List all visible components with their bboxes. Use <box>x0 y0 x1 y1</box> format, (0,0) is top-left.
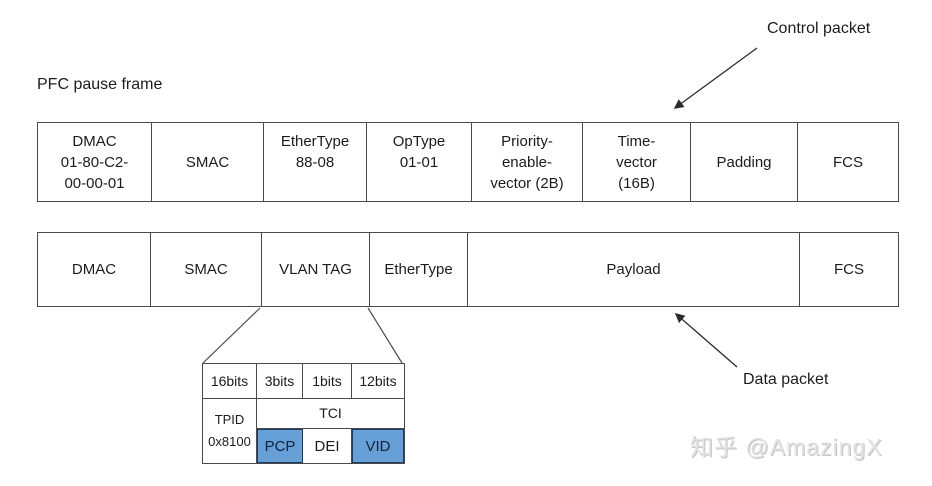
vlan-bits-16: 16bits <box>203 364 257 399</box>
pfc-field-smac: SMAC <box>151 123 263 201</box>
data-field-fcs: FCS <box>799 233 898 306</box>
data-field-vlan-tag: VLAN TAG <box>261 233 369 306</box>
pfc-field-priority-enable-vector: Priority- enable- vector (2B) <box>471 123 582 201</box>
pfc-field-padding: Padding <box>690 123 797 201</box>
vlan-tag-detail-table: 16bits 3bits 1bits 12bits TPID 0x8100 TC… <box>202 363 405 464</box>
vlan-dei-cell: DEI <box>303 429 352 463</box>
vlan-vid-cell: VID <box>352 429 404 463</box>
vlan-bits-1: 1bits <box>303 364 352 399</box>
data-packet-arrow <box>674 313 738 368</box>
vlan-tci-cell: TCI <box>257 399 404 429</box>
pfc-field-fcs: FCS <box>797 123 898 201</box>
vlan-tpid-cell: TPID 0x8100 <box>203 399 257 463</box>
vlan-bits-12: 12bits <box>352 364 404 399</box>
data-field-smac: SMAC <box>150 233 261 306</box>
data-packet-label: Data packet <box>743 371 829 388</box>
control-packet-row: DMAC 01-80-C2- 00-00-01 SMAC EtherType 8… <box>37 122 899 202</box>
pfc-field-optype: OpType 01-01 <box>366 123 471 201</box>
pfc-field-dmac: DMAC 01-80-C2- 00-00-01 <box>60 132 129 192</box>
pfc-pause-frame-label: PFC pause frame <box>37 76 163 93</box>
vlan-bits-3: 3bits <box>257 364 303 399</box>
pfc-field-time-vector: Time- vector (16B) <box>582 123 690 201</box>
control-packet-label: Control packet <box>767 20 871 37</box>
vlan-zoom-line-right <box>367 307 403 364</box>
vlan-pcp-cell: PCP <box>257 429 303 463</box>
control-packet-arrow <box>673 47 758 109</box>
watermark: 知乎 @AmazingX <box>690 434 883 460</box>
data-field-dmac: DMAC <box>71 261 117 278</box>
data-field-ethertype: EtherType <box>369 233 467 306</box>
pfc-field-ethertype: EtherType 88-08 <box>263 123 366 201</box>
vlan-zoom-line-left <box>202 307 261 364</box>
data-field-payload: Payload <box>467 233 799 306</box>
data-packet-row: DMAC SMAC VLAN TAG EtherType Payload FCS <box>37 232 899 307</box>
